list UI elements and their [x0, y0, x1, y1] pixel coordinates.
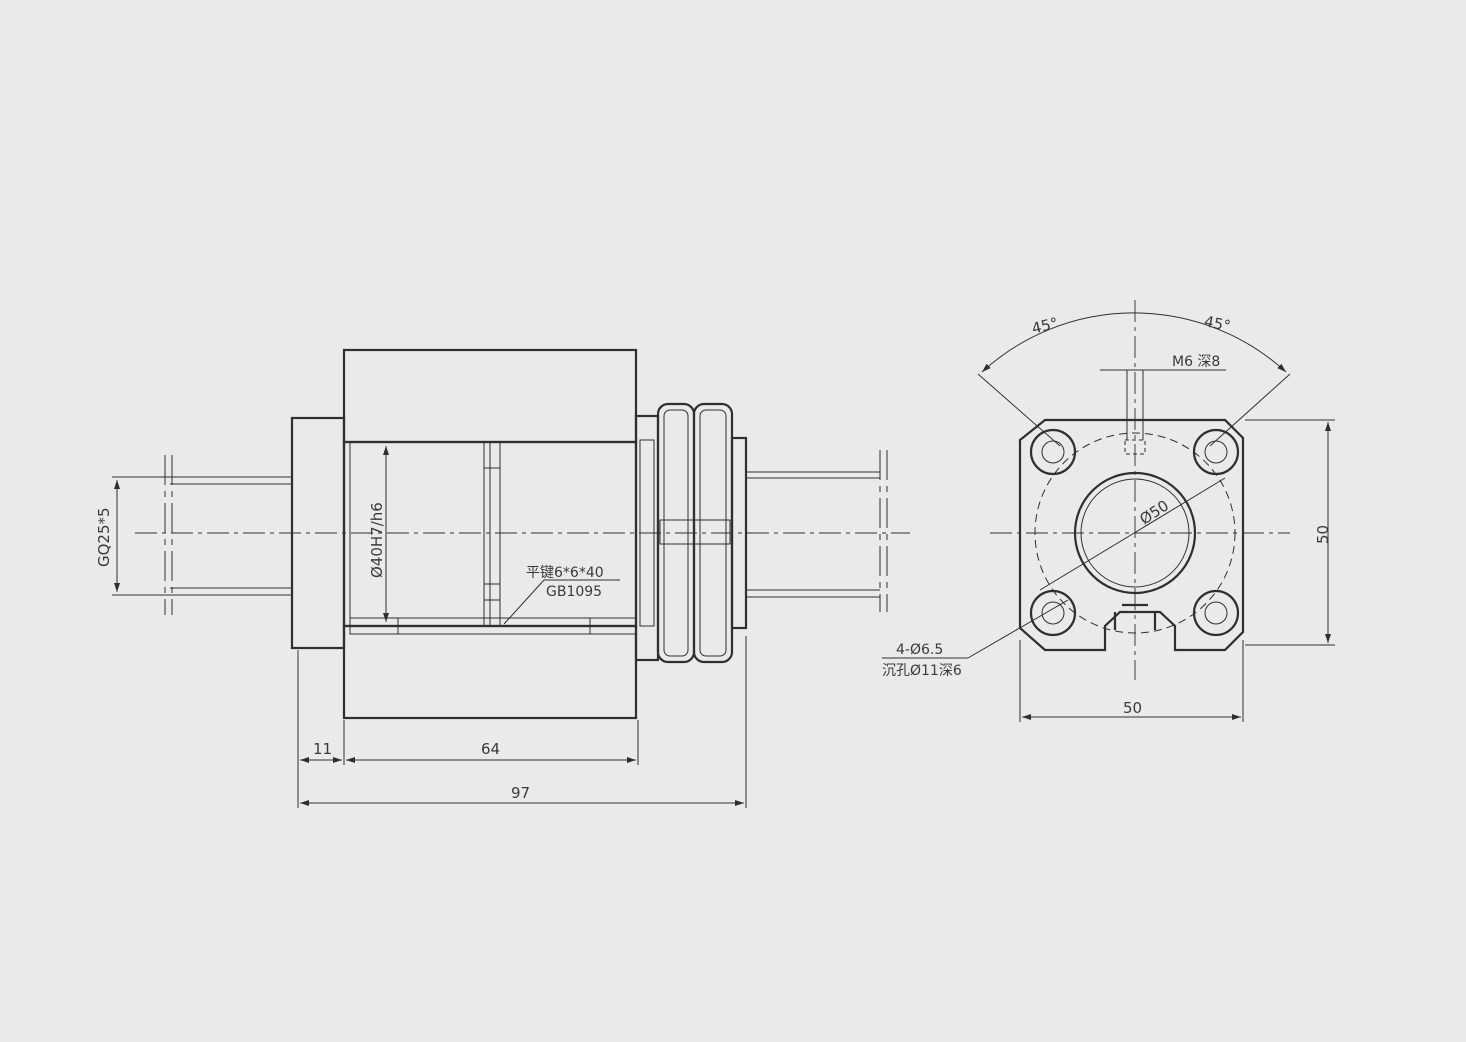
key-label: 平键6*6*40 [526, 565, 604, 581]
width-label: 50 [1123, 699, 1142, 717]
mount-hole-tl [1029, 428, 1077, 476]
bottom-dimensions: 11 64 97 [297, 636, 747, 808]
bore-outer [1073, 471, 1197, 595]
tapped-hole-label: M6 深8 [1172, 354, 1220, 370]
height-label: 50 [1314, 525, 1332, 544]
dim-total: 97 [511, 784, 530, 802]
diag-right [1209, 373, 1291, 447]
mount-hole-tr [1192, 428, 1240, 476]
bore-inner [1080, 478, 1190, 588]
width-dimension: 50 [1019, 640, 1244, 722]
tapped-hole [1124, 370, 1146, 455]
bolt-circle [1034, 432, 1236, 634]
counterbore-label: 沉孔Ø11深6 [882, 663, 962, 679]
key-standard: GB1095 [546, 584, 602, 600]
screw-shaft [164, 450, 888, 615]
angle-left: 45° [1030, 314, 1060, 338]
hole-note-leader [967, 599, 1069, 659]
dim-flange: 11 [313, 740, 332, 758]
diag-left [977, 373, 1061, 447]
mount-holes-label: 4-Ø6.5 [896, 642, 943, 658]
dim-housing: 64 [481, 740, 500, 758]
bore-diameter-label: Ø50 [1136, 496, 1172, 528]
housing [342, 348, 660, 720]
angle-right: 45° [1203, 312, 1233, 335]
mount-hole-bl [1029, 589, 1077, 637]
angle-arc [981, 312, 1287, 373]
nut [656, 402, 748, 664]
fit-label: Ø40H7/h6 [368, 502, 386, 578]
key-slot [1113, 603, 1157, 630]
height-dimension: 50 [1245, 419, 1335, 646]
thread-dimension: GQ25*5 [95, 476, 170, 596]
fit-dimension: Ø40H7/h6 [368, 446, 389, 622]
thread-label: GQ25*5 [95, 507, 113, 567]
key-note: 平键6*6*40 GB1095 [503, 565, 620, 625]
mount-hole-br [1192, 589, 1240, 637]
side-view: GQ25*5 Ø40H7/h6 平键6*6*40 GB1095 11 64 97 [95, 348, 910, 808]
diameter-leader [1039, 477, 1226, 591]
square-body [1018, 418, 1245, 652]
front-view: 45° 45° M6 深8 Ø50 4-Ø6.5 沉孔Ø11深6 50 50 [882, 300, 1335, 722]
